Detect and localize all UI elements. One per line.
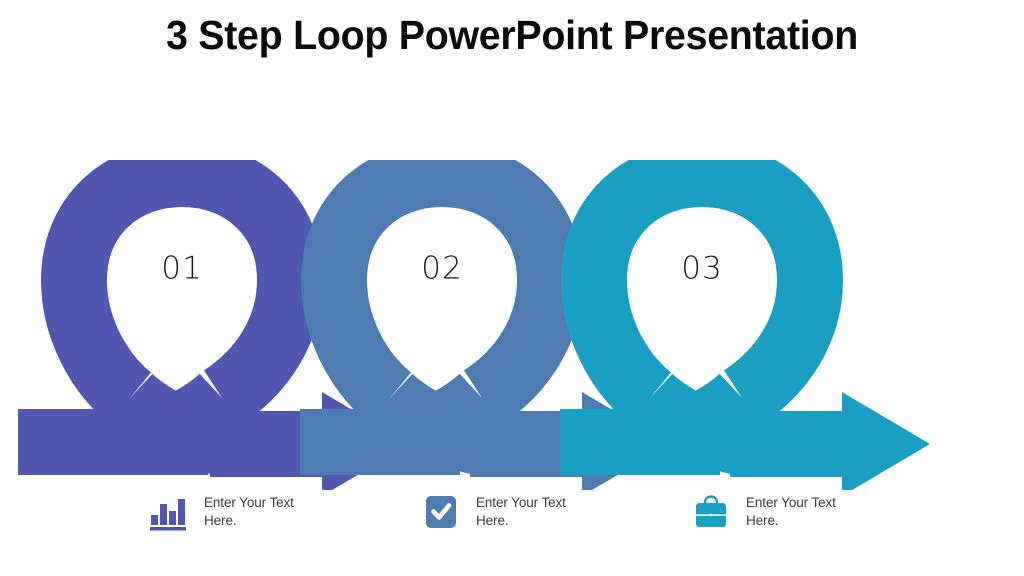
pin-cutout-1 xyxy=(128,210,236,364)
bar-chart-icon xyxy=(150,499,186,531)
briefcase-icon xyxy=(696,495,726,527)
legend-item-2[interactable]: Enter Your Text Here. xyxy=(420,484,566,540)
step-shape-1[interactable]: 01 xyxy=(18,160,410,490)
legend-row: Enter Your Text Here. Enter Your Text He… xyxy=(0,484,1024,546)
legend-caption-1: Enter Your Text Here. xyxy=(204,495,294,528)
legend-caption-2: Enter Your Text Here. xyxy=(476,495,566,528)
loop-diagram: 01 02 03 xyxy=(18,160,930,490)
step-number-2: 02 xyxy=(421,251,462,287)
pin-cutout-2 xyxy=(388,210,496,364)
page-title: 3 Step Loop PowerPoint Presentation xyxy=(166,12,858,58)
legend-caption-3: Enter Your Text Here. xyxy=(746,495,836,528)
step-shape-3[interactable]: 03 xyxy=(560,160,930,490)
check-square-icon xyxy=(426,496,456,528)
pin-cutout-3 xyxy=(648,210,756,364)
legend-item-3[interactable]: Enter Your Text Here. xyxy=(690,484,836,540)
legend-item-1[interactable]: Enter Your Text Here. xyxy=(148,484,294,540)
step-number-1: 01 xyxy=(161,251,202,287)
step-number-3: 03 xyxy=(681,251,722,287)
